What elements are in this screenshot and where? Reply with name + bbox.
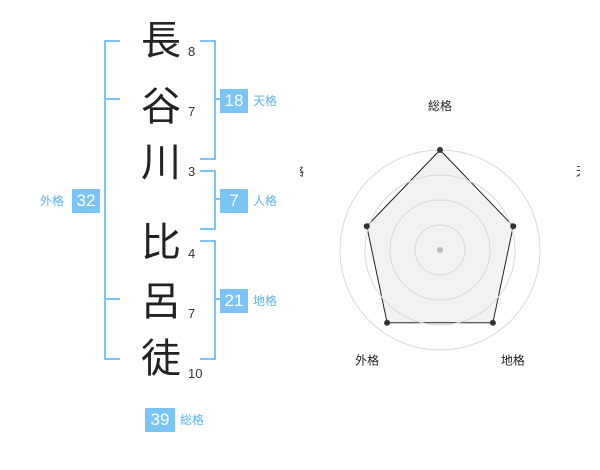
radar-point-1 <box>437 147 443 153</box>
radar-center-dot <box>437 247 443 253</box>
radar-ring-3 <box>364 174 516 326</box>
fortune-radar-chart: 総格天格地格 外格 人格 <box>300 100 580 367</box>
radar-axis-label-1: 総格 <box>428 100 452 113</box>
jinkaku-label: 人格 <box>253 194 278 208</box>
radar-series-polygon <box>366 149 514 324</box>
gaikaku-bracket-tick <box>104 98 120 100</box>
radar-axis-label-5: 人格 <box>300 164 304 179</box>
tenkaku-value: 18 <box>220 89 248 113</box>
stroke-count-3: 3 <box>188 164 196 179</box>
tenkaku-bracket-tick <box>216 98 220 100</box>
name-char-5: 呂 <box>141 279 181 325</box>
stroke-count-2: 7 <box>188 104 196 119</box>
radar-ring-2 <box>389 199 491 301</box>
chikaku-label: 地格 <box>253 294 278 308</box>
name-char-4: 比 <box>141 220 181 266</box>
radar-axis-label-3: 地格 <box>501 352 525 367</box>
radar-ring-1 <box>414 224 466 276</box>
gaikaku-bracket-tick <box>104 298 120 300</box>
jinkaku-bracket-tick <box>216 198 220 200</box>
name-char-2: 谷 <box>141 84 181 130</box>
stroke-count-6: 10 <box>188 366 203 381</box>
gaikaku-label: 外格 <box>40 194 65 208</box>
name-char-6: 徒 <box>141 336 181 382</box>
jinkaku-bracket <box>200 170 216 230</box>
radar-point-2 <box>510 223 517 230</box>
radar-point-4 <box>384 319 391 326</box>
stroke-count-4: 4 <box>188 246 196 261</box>
gaikaku-bracket <box>104 40 120 360</box>
tenkaku-label: 天格 <box>253 94 278 108</box>
gaikaku-value: 32 <box>72 189 100 213</box>
chikaku-bracket-tick <box>216 298 220 300</box>
tenkaku-bracket <box>200 40 216 160</box>
jinkaku-value: 7 <box>220 189 248 213</box>
soukaku-label: 総格 <box>180 413 205 427</box>
soukaku-value: 39 <box>145 408 175 432</box>
radar-point-5 <box>363 223 370 230</box>
name-char-3: 川 <box>141 140 181 186</box>
name-char-1: 長 <box>141 18 181 64</box>
radar-point-3 <box>489 319 496 326</box>
radar-axis-label-2: 天格 <box>576 164 580 179</box>
chikaku-bracket <box>200 240 216 360</box>
stroke-count-1: 8 <box>188 44 196 59</box>
chikaku-value: 21 <box>220 289 248 313</box>
radar-axis-label-4: 外格 <box>355 352 379 367</box>
stroke-count-5: 7 <box>188 306 196 321</box>
